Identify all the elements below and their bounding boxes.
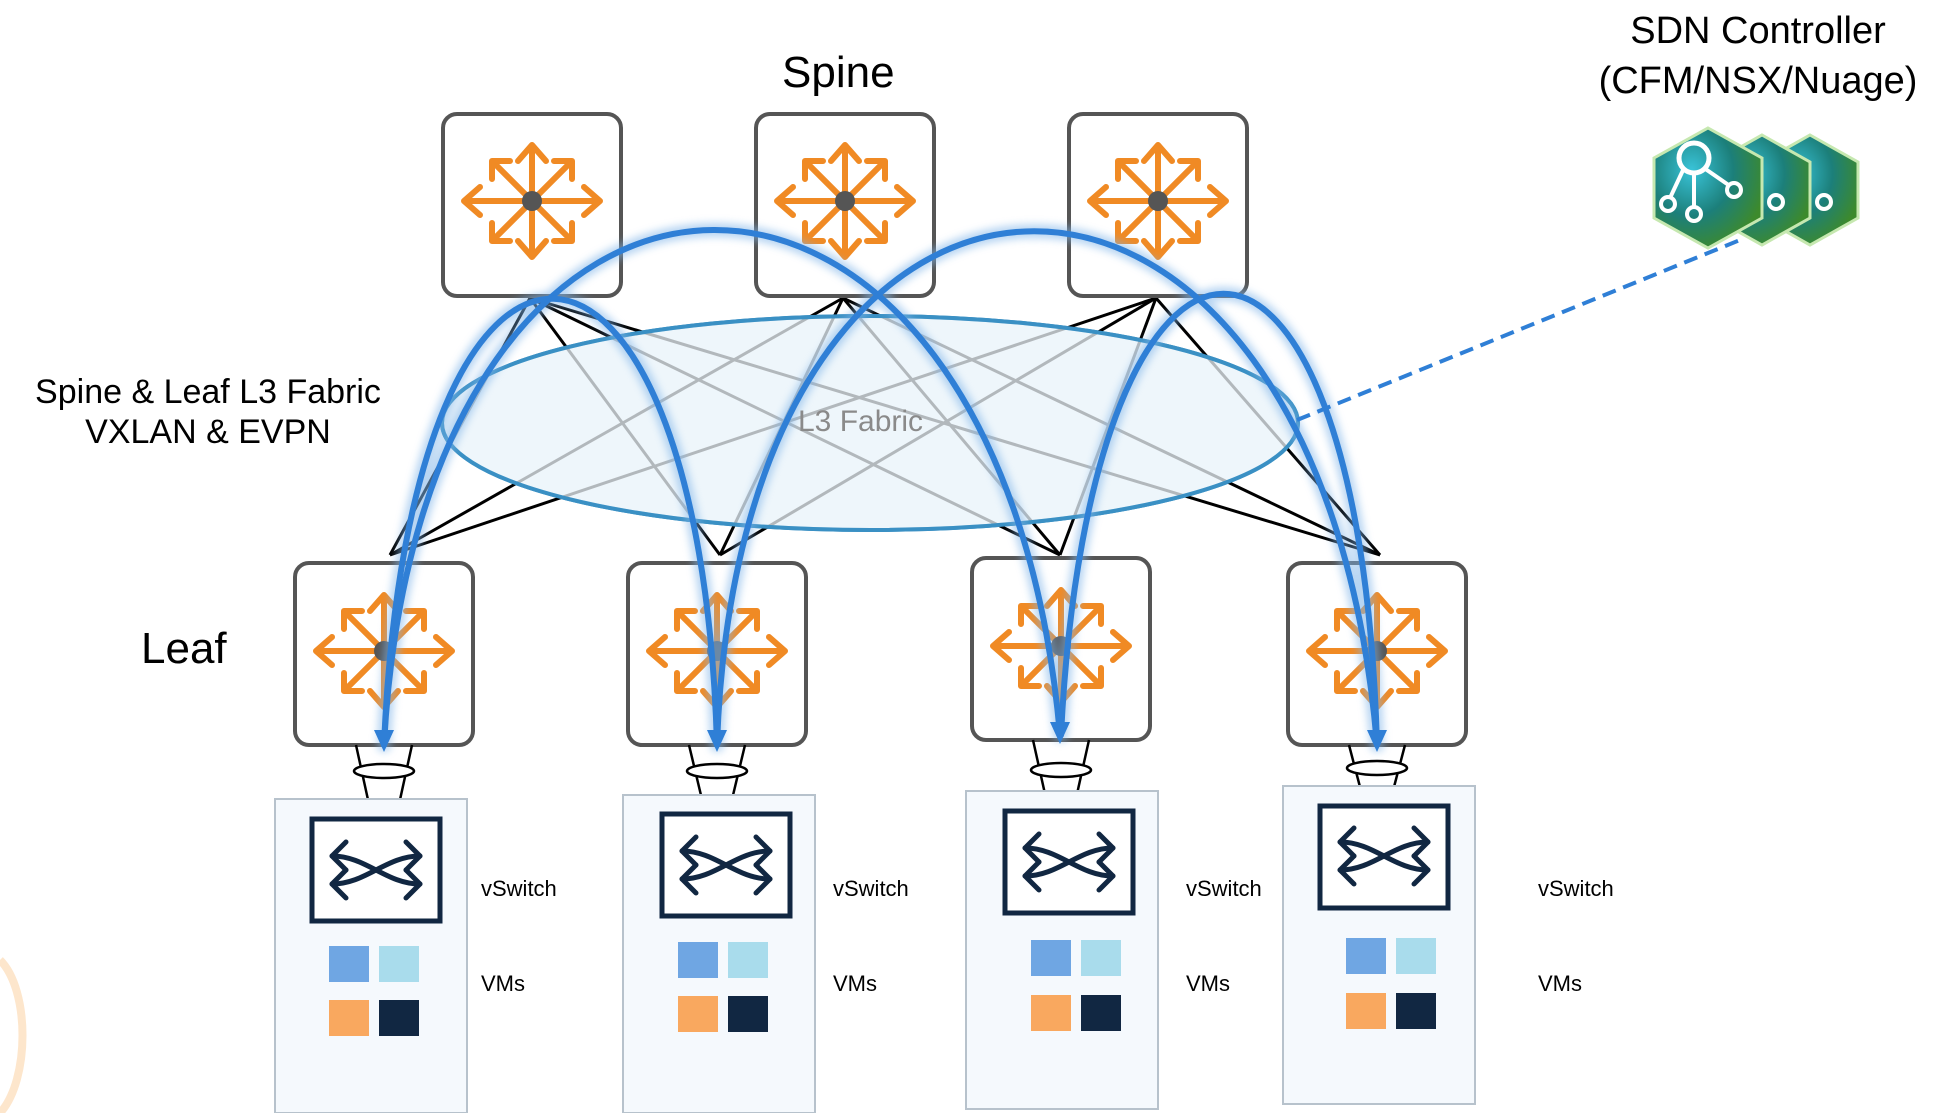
host-box-4 xyxy=(1282,785,1476,1105)
vm-square xyxy=(329,1000,369,1036)
vm-square xyxy=(379,946,419,982)
vm-square xyxy=(1346,993,1386,1029)
arrowhead-icon xyxy=(707,730,727,752)
host-box-1 xyxy=(274,798,468,1113)
vms-label: VMs xyxy=(481,971,525,996)
vms-label: VMs xyxy=(833,971,877,996)
vm-square xyxy=(678,996,718,1032)
vm-square xyxy=(1081,995,1121,1031)
vm-square xyxy=(1346,938,1386,974)
vswitch-label: vSwitch xyxy=(833,876,909,901)
vswitch-box xyxy=(1317,803,1451,911)
tunnel-arc-1-2 xyxy=(381,295,720,748)
decorative-arc xyxy=(0,957,27,1113)
controller-title-line2: (CFM/NSX/Nuage) xyxy=(1598,60,1918,102)
vm-square xyxy=(1396,993,1436,1029)
vm-square xyxy=(728,942,768,978)
vswitch-label: vSwitch xyxy=(481,876,557,901)
vms-label: VMs xyxy=(1538,971,1582,996)
arrowhead-icon xyxy=(374,730,394,752)
fabric-title: Spine & Leaf L3 Fabric VXLAN & EVPN xyxy=(8,372,408,452)
tunnel-arc-2-4 xyxy=(714,228,1380,748)
arrowhead-icon xyxy=(1367,730,1387,752)
vms-label: VMs xyxy=(1186,971,1230,996)
controller-title: SDN Controller (CFM/NSX/Nuage) xyxy=(1568,6,1947,106)
controller-link xyxy=(1296,238,1741,422)
host-box-3 xyxy=(965,790,1159,1110)
arrowhead-icon xyxy=(1050,722,1070,744)
vxlan-tunnels xyxy=(374,223,1387,752)
host-uplinks xyxy=(352,739,1409,819)
vm-square xyxy=(379,1000,419,1036)
vswitch-label: vSwitch xyxy=(1538,876,1614,901)
tunnel-arc-1-3 xyxy=(381,227,1063,748)
vm-square xyxy=(1396,938,1436,974)
host-box-2 xyxy=(622,794,816,1113)
leaf-label: Leaf xyxy=(141,624,227,673)
controller-title-line1: SDN Controller xyxy=(1630,10,1886,52)
vm-square xyxy=(1081,940,1121,976)
fabric-title-line1: Spine & Leaf L3 Fabric xyxy=(35,373,381,411)
vm-square xyxy=(1031,995,1071,1031)
l3-fabric-label: L3 Fabric xyxy=(798,405,924,438)
vswitch-label: vSwitch xyxy=(1186,876,1262,901)
fabric-title-line2: VXLAN & EVPN xyxy=(85,413,331,451)
vm-square xyxy=(329,946,369,982)
vm-square xyxy=(728,996,768,1032)
spine-label: Spine xyxy=(782,48,895,97)
vm-square xyxy=(1031,940,1071,976)
sdn-controller-hexagon-icon[interactable] xyxy=(1652,126,1860,250)
tunnel-arc-3-4 xyxy=(1058,291,1380,748)
vm-square xyxy=(678,942,718,978)
